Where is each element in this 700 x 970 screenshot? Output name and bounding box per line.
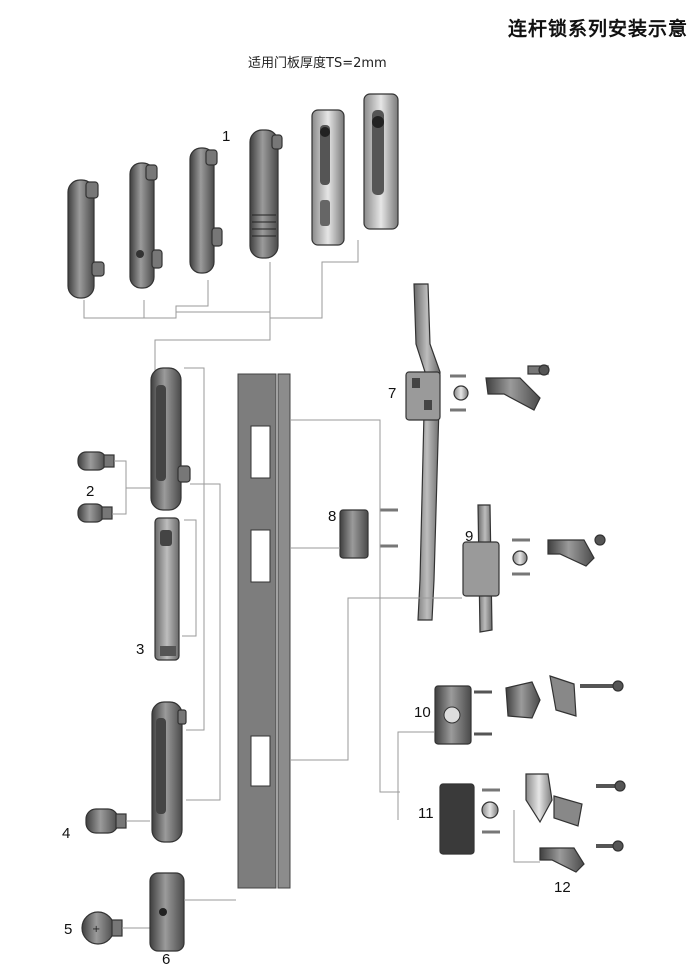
handle-variant-1 (67, 179, 105, 299)
callout-7: 7 (388, 385, 396, 402)
lock-cylinder-4 (85, 808, 150, 834)
connecting-rod (405, 283, 441, 621)
main-handle-body (150, 367, 191, 511)
callout-12: 12 (554, 879, 571, 896)
handle-cover-plate (154, 517, 180, 661)
handle-variant-2 (129, 162, 163, 289)
callout-8: 8 (328, 508, 336, 525)
callout-labels: 1 2 3 4 5 6 7 8 9 10 11 12 (62, 128, 571, 968)
callout-4: 4 (62, 825, 70, 842)
callout-2: 2 (86, 483, 94, 500)
lock-cap-6 (149, 872, 185, 952)
handle-variant-5 (311, 109, 345, 246)
lower-handle-body (151, 701, 187, 843)
handle-variant-6 (363, 93, 399, 230)
door-thickness-note: 适用门板厚度TS=2mm (248, 56, 387, 71)
handle-variants-group (67, 93, 399, 378)
callout-11: 11 (418, 805, 434, 822)
latch-block-8 (290, 508, 398, 559)
rod-guide-9 (290, 504, 606, 761)
callout-6: 6 (162, 951, 170, 968)
latch-cam-12 (513, 810, 624, 873)
lock-knob-5: + (81, 911, 150, 945)
page-title: 连杆锁系列安装示意 (507, 18, 688, 40)
rod-guide-hardware-7 (290, 364, 550, 793)
callout-3: 3 (136, 641, 144, 658)
callout-10: 10 (414, 704, 431, 721)
callout-5: 5 (64, 921, 72, 938)
key-cylinder-set (77, 451, 150, 523)
handle-variant-4 (249, 129, 283, 259)
callout-9: 9 (465, 528, 473, 545)
svg-text:+: + (92, 924, 100, 935)
door-panel-section (237, 373, 291, 889)
lock-housing-10 (397, 675, 624, 820)
handle-variant-3 (189, 147, 223, 274)
lock-housing-11 (439, 773, 626, 855)
callout-1: 1 (222, 128, 230, 145)
